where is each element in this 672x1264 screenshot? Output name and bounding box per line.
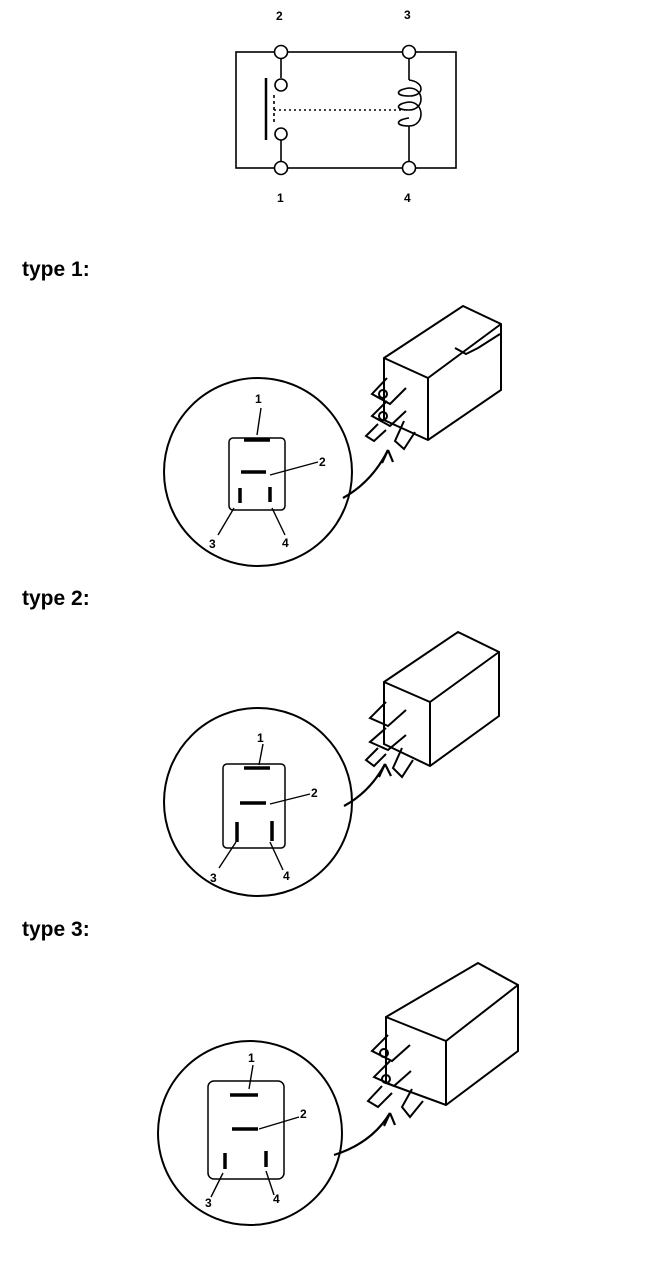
schematic-frame <box>235 51 457 169</box>
type-2-heading: type 2: <box>22 587 90 610</box>
pinout-magnifier-circle <box>157 1040 343 1226</box>
schematic-terminal-3 <box>401 44 417 60</box>
relay-terminal <box>372 1060 412 1088</box>
relay-body <box>364 304 502 451</box>
relay-type-3-figure: 1 2 3 4 <box>157 961 519 1226</box>
pin-label-4: 4 <box>273 1192 280 1206</box>
type-1-heading: type 1: <box>22 258 90 281</box>
schematic-label-4: 4 <box>404 191 411 205</box>
pinout-socket <box>222 763 286 849</box>
pin-labels: 1 2 3 4 <box>209 392 326 551</box>
switch-contact-top <box>274 78 288 92</box>
pin-label-4: 4 <box>283 869 290 883</box>
schematic-label-3: 3 <box>404 8 411 22</box>
pinout-magnifier-circle <box>163 377 353 567</box>
coil-icon <box>397 79 422 127</box>
pin-label-1: 1 <box>255 392 262 406</box>
type-3-heading: type 3: <box>22 918 90 941</box>
pin-label-3: 3 <box>210 871 217 885</box>
relay-body <box>366 961 519 1119</box>
pin-label-1: 1 <box>248 1051 255 1065</box>
relay-body <box>364 630 500 779</box>
relay-terminal <box>368 701 407 728</box>
relay-terminal <box>368 727 407 752</box>
relay-terminal <box>370 1034 411 1063</box>
relay-type-2-figure: 1 2 3 4 <box>163 630 500 897</box>
schematic-terminal-1 <box>273 160 289 176</box>
schematic-label-1: 1 <box>277 191 284 205</box>
pin-labels: 1 2 3 4 <box>205 1051 307 1210</box>
pin-label-3: 3 <box>209 537 216 551</box>
pinout-socket <box>207 1080 285 1180</box>
pinout-socket <box>228 437 286 511</box>
schematic-terminal-4 <box>401 160 417 176</box>
pin-label-2: 2 <box>300 1107 307 1121</box>
pin-label-2: 2 <box>311 786 318 800</box>
switch-contact-bottom <box>274 127 288 141</box>
pin-label-4: 4 <box>282 536 289 550</box>
schematic-label-2: 2 <box>276 9 283 23</box>
pin-label-2: 2 <box>319 455 326 469</box>
relay-terminal <box>370 377 407 406</box>
relay-type-1-figure: 1 2 3 4 <box>163 304 502 567</box>
pin-labels: 1 2 3 4 <box>210 731 318 885</box>
pin-label-1: 1 <box>257 731 264 745</box>
relay-terminal <box>370 400 407 428</box>
schematic-terminal-2 <box>273 44 289 60</box>
pin-label-3: 3 <box>205 1196 212 1210</box>
relay-schematic: 2 3 1 4 <box>235 8 457 205</box>
